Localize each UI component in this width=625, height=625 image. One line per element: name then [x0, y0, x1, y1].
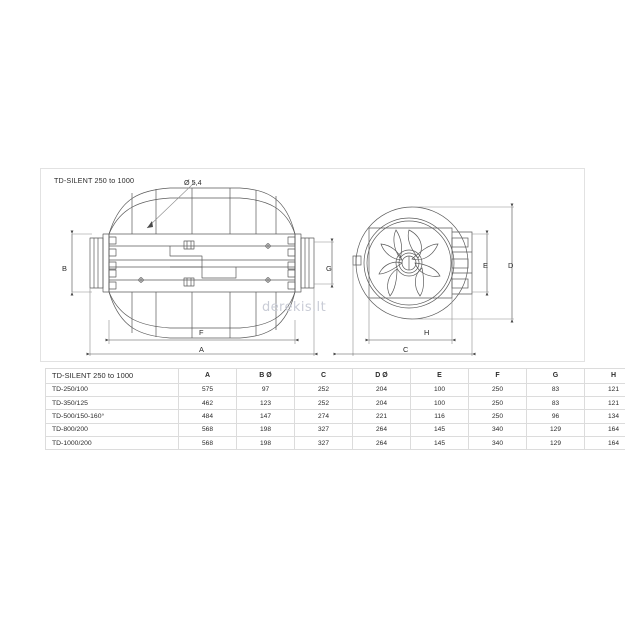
- cell-f: 250: [468, 382, 527, 397]
- cell-d: 264: [352, 422, 411, 438]
- cell-e: 116: [410, 409, 469, 424]
- cell-g: 129: [526, 422, 585, 438]
- front-view: [352, 206, 473, 320]
- table-header-h: H: [584, 368, 625, 384]
- impeller-blades: [378, 229, 441, 297]
- cell-d: 204: [352, 382, 411, 397]
- dimension-a: [86, 288, 318, 356]
- cell-h: 134: [584, 409, 625, 424]
- cell-g: 83: [526, 382, 585, 397]
- table-header-g: G: [526, 368, 585, 384]
- dimension-label-h: H: [424, 328, 430, 337]
- technical-drawing: [70, 181, 514, 356]
- dimension-label-f: F: [199, 328, 204, 337]
- cell-h: 164: [584, 436, 625, 451]
- drawing-frame: [40, 168, 585, 362]
- table-row: TD-1000/200 568 198 327 264 145 340 129 …: [45, 436, 625, 451]
- dimension-g: [314, 238, 334, 288]
- dimension-label-g: G: [326, 264, 332, 273]
- cell-h: 121: [584, 382, 625, 397]
- cell-e: 100: [410, 382, 469, 397]
- table-header-model: TD-SILENT 250 to 1000: [45, 368, 179, 384]
- dimension-b: [70, 230, 92, 296]
- cell-e: 145: [410, 436, 469, 451]
- table-header-a: A: [178, 368, 237, 384]
- cell-b: 198: [236, 436, 295, 451]
- cell-a: 575: [178, 382, 237, 397]
- diameter-leader-line: [146, 181, 196, 229]
- cell-a: 484: [178, 409, 237, 424]
- cell-g: 83: [526, 395, 585, 411]
- cell-c: 252: [294, 382, 353, 397]
- dimension-label-b: B: [62, 264, 67, 273]
- table-row: TD-250/100 575 97 252 204 100 250 83 121: [45, 382, 625, 397]
- specification-table: TD-SILENT 250 to 1000 A B Ø C D Ø E F G …: [45, 368, 625, 451]
- cell-f: 250: [468, 409, 527, 424]
- cell-model: TD-350/125: [45, 395, 179, 411]
- cell-b: 97: [236, 382, 295, 397]
- dimension-d: [412, 203, 514, 323]
- cell-model: TD-1000/200: [45, 436, 179, 451]
- cell-h: 121: [584, 395, 625, 411]
- dimension-label-e: E: [483, 261, 488, 270]
- cell-b: 147: [236, 409, 295, 424]
- table-header-b: B Ø: [236, 368, 295, 384]
- cell-g: 129: [526, 436, 585, 451]
- dimension-h: [365, 298, 456, 344]
- cell-b: 198: [236, 422, 295, 438]
- table-row: TD-800/200 568 198 327 264 145 340 129 1…: [45, 422, 625, 438]
- table-header-c: C: [294, 368, 353, 384]
- cell-model: TD-250/100: [45, 382, 179, 397]
- table-header-f: F: [468, 368, 527, 384]
- cell-a: 462: [178, 395, 237, 411]
- cell-f: 340: [468, 436, 527, 451]
- table-row: TD-500/150-160° 484 147 274 221 116 250 …: [45, 409, 625, 424]
- dimension-f: [105, 320, 299, 344]
- dimension-label-c: C: [403, 345, 409, 354]
- specification-table-container: TD-SILENT 250 to 1000 A B Ø C D Ø E F G …: [45, 368, 625, 451]
- cell-c: 274: [294, 409, 353, 424]
- cell-a: 568: [178, 422, 237, 438]
- dimension-label-a: A: [199, 345, 204, 354]
- side-elevation-view: [89, 187, 315, 339]
- cell-c: 327: [294, 436, 353, 451]
- cell-d: 204: [352, 395, 411, 411]
- cell-d: 221: [352, 409, 411, 424]
- cell-g: 96: [526, 409, 585, 424]
- table-row: TD-350/125 462 123 252 204 100 250 83 12…: [45, 395, 625, 411]
- table-header-e: E: [410, 368, 469, 384]
- cell-a: 568: [178, 436, 237, 451]
- table-header-row: TD-SILENT 250 to 1000 A B Ø C D Ø E F G …: [45, 368, 625, 384]
- cell-b: 123: [236, 395, 295, 411]
- cell-model: TD-800/200: [45, 422, 179, 438]
- table-body: TD-250/100 575 97 252 204 100 250 83 121…: [45, 382, 625, 451]
- dimension-e: [472, 230, 489, 296]
- table-header-d: D Ø: [352, 368, 411, 384]
- cell-model: TD-500/150-160°: [45, 409, 179, 424]
- cell-e: 145: [410, 422, 469, 438]
- cell-h: 164: [584, 422, 625, 438]
- dimension-c: [333, 263, 476, 356]
- dimension-label-d: D: [508, 261, 514, 270]
- cell-f: 250: [468, 395, 527, 411]
- cell-e: 100: [410, 395, 469, 411]
- diameter-annotation: Ø 5,4: [184, 178, 202, 187]
- cell-c: 327: [294, 422, 353, 438]
- drawing-title: TD-SILENT 250 to 1000: [54, 176, 135, 185]
- cell-f: 340: [468, 422, 527, 438]
- cell-d: 264: [352, 436, 411, 451]
- cell-c: 252: [294, 395, 353, 411]
